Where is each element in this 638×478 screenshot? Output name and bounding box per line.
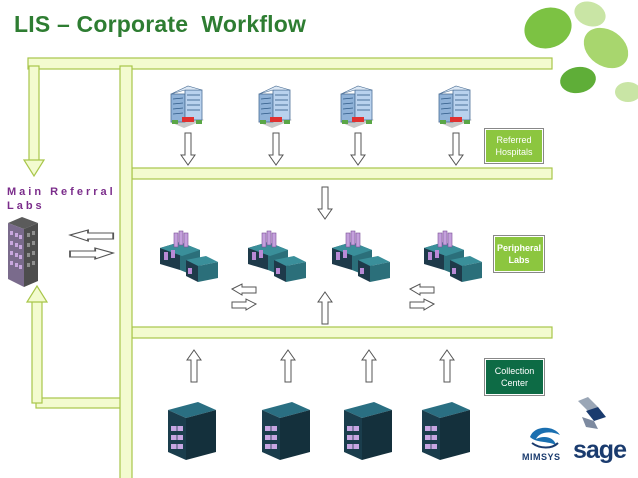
vertical-trunk (119, 65, 133, 478)
collection-center-tag: Collection Center (485, 359, 544, 395)
peripheral-lab-icon (159, 230, 219, 283)
leaf-decoration (524, 1, 638, 102)
left-arrow-icon (409, 283, 435, 296)
down-arrow-icon (317, 186, 333, 220)
right-arrow-icon (69, 247, 115, 260)
mimsys-logo-icon (530, 427, 560, 449)
up-arrow-icon (361, 349, 377, 383)
up-arrow-icon (280, 349, 296, 383)
collection-center-icon (421, 401, 471, 461)
peripheral-lab-icon (423, 230, 483, 283)
down-arrow-icon (180, 132, 196, 166)
left-arrow-icon (231, 283, 257, 296)
down-arrow-icon (268, 132, 284, 166)
down-arrow-icon (350, 132, 366, 166)
hospital-icon (437, 85, 473, 129)
hospital-icon (339, 85, 375, 129)
top-bus-bar (27, 57, 553, 70)
collection-center-icon (261, 401, 311, 461)
right-arrow-icon (409, 298, 435, 311)
peripheral-labs-tag: Peripheral Labs (494, 236, 544, 272)
main-lab-tower-icon (8, 217, 38, 287)
collection-center-icon (343, 401, 393, 461)
hospital-icon (169, 85, 205, 129)
peripheral-lab-icon (331, 230, 391, 283)
main-lab-in-arrow (22, 65, 46, 178)
page-title: LIS – Corporate Workflow (14, 11, 307, 37)
up-arrow-icon (186, 349, 202, 383)
up-arrow-icon (439, 349, 455, 383)
sage-brand-text: sage (573, 436, 627, 464)
collection-center-icon (167, 401, 217, 461)
hospital-bus-bar (131, 167, 553, 180)
left-arrow-icon (69, 229, 115, 242)
right-arrow-icon (231, 298, 257, 311)
bottom-return-bar (35, 397, 125, 409)
up-arrow-icon (317, 291, 333, 325)
lab-bus-bar (131, 326, 553, 339)
main-lab-return-arrow (25, 284, 49, 404)
referred-hospitals-tag: Referred Hospitals (485, 129, 543, 163)
hospital-icon (257, 85, 293, 129)
down-arrow-icon (448, 132, 464, 166)
mimsys-brand-text: MIMSYS (522, 452, 561, 462)
peripheral-lab-icon (247, 230, 307, 283)
main-referral-labs-label: Main Referral Labs (7, 186, 116, 212)
sage-logo-icon (578, 397, 606, 429)
